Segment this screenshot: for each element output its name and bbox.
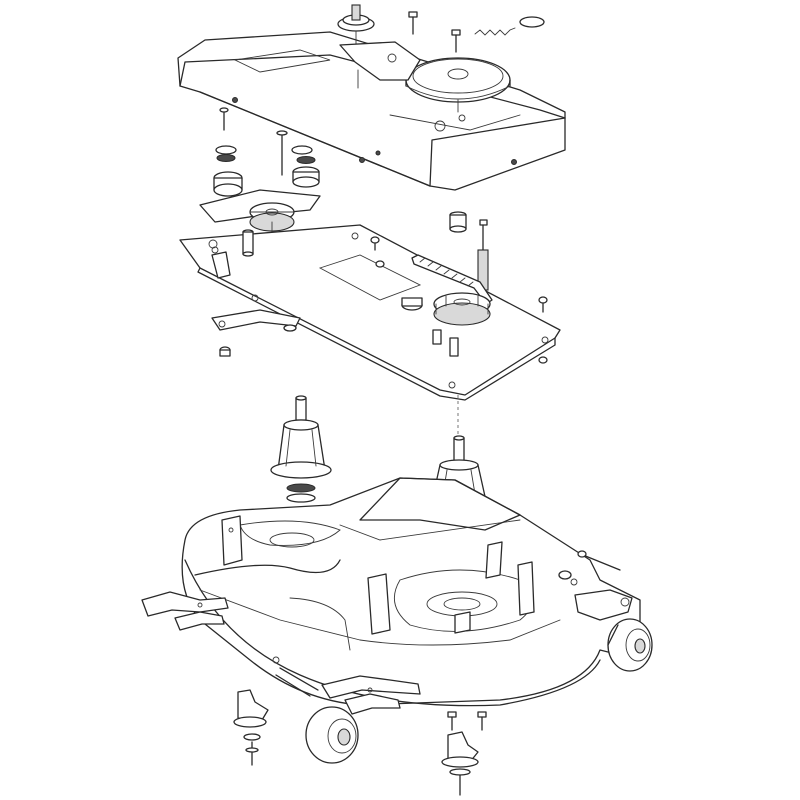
- front-hanger-bracket-left: [141, 591, 229, 631]
- plate-fasteners-lower: [432, 329, 548, 364]
- main-pulley: [405, 57, 511, 113]
- drive-gear: [433, 292, 491, 326]
- caster-pivot-right: [441, 731, 479, 796]
- belt-guide-stud: [477, 219, 489, 291]
- mower-deck-shell: [181, 477, 641, 707]
- deck-baffle-mid: [367, 573, 391, 635]
- cover-bolt-2: [451, 29, 461, 53]
- right-side-arm: [558, 550, 633, 621]
- deck-baffle-left: [221, 515, 243, 566]
- idler-arm-with-gear: [199, 189, 321, 241]
- deck-tab: [454, 611, 471, 634]
- lower-bracket: [211, 294, 301, 357]
- deck-baffle-right: [517, 561, 535, 616]
- deck-baffle-center: [485, 541, 503, 579]
- belt-cover: [177, 31, 566, 191]
- anti-scalp-wheel-right: [607, 618, 653, 672]
- idler-stud: [242, 229, 254, 257]
- spindle-nut-stack-left: [213, 107, 243, 197]
- anti-scalp-wheel-left: [305, 706, 359, 764]
- tension-spring: [474, 16, 545, 36]
- spindle-housing-left: [270, 395, 332, 514]
- mounting-plate: [179, 224, 561, 401]
- plate-bracket-left: [208, 239, 231, 279]
- rear-bolt-1: [447, 711, 457, 731]
- spindle-nut-stack-right: [276, 130, 320, 188]
- cover-bolt-1: [408, 11, 418, 35]
- rear-bolt-2: [477, 711, 487, 731]
- small-bolt-plate: [370, 236, 385, 268]
- caster-pivot-left: [233, 689, 269, 766]
- rear-hanger-bracket: [321, 675, 421, 715]
- bushing: [449, 211, 467, 233]
- tension-arm: [339, 41, 421, 89]
- pin-right: [538, 296, 548, 313]
- idler-pulley: [337, 4, 375, 46]
- wheel-link-rod: [272, 656, 319, 697]
